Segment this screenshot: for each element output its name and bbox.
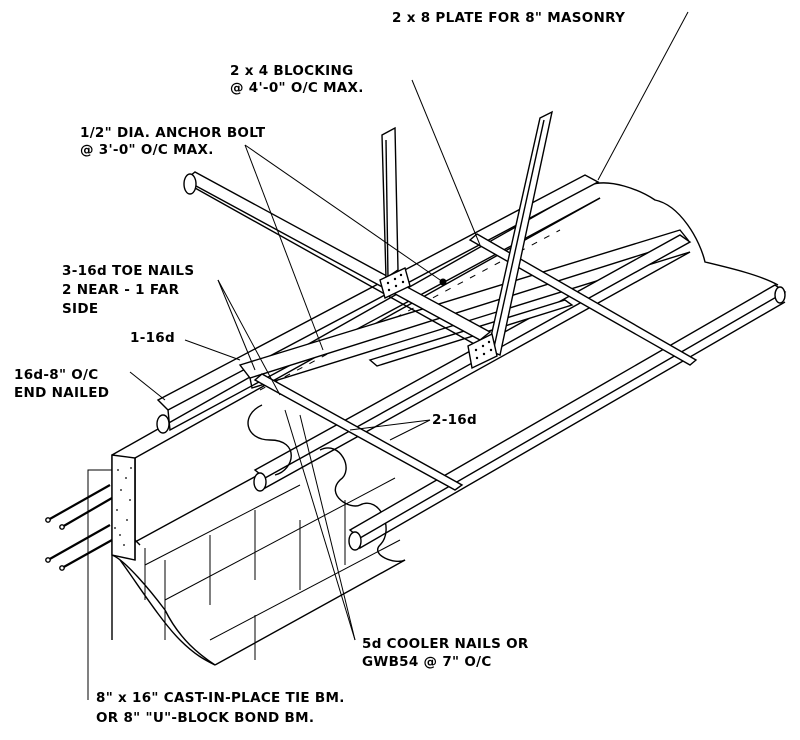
concrete-stipple [114,467,132,546]
label-toe-2: 2 NEAR - 1 FAR [62,282,180,298]
label-1-16d: 1-16d [130,330,175,346]
label-anchor-1: 1/2" DIA. ANCHOR BOLT [80,125,266,141]
label-endnail-2: END NAILED [14,385,109,401]
masonry-wall [45,182,779,666]
callouts: 2 x 8 PLATE FOR 8" MASONRY 2 x 4 BLOCKIN… [14,10,625,726]
wavy-break [247,404,292,476]
rebar [45,484,113,571]
label-2-16d: 2-16d [432,412,477,428]
label-cooler-2: GWB54 @ 7" O/C [362,654,492,670]
studs [381,110,553,356]
connector-plates [379,267,498,370]
leader-lines [87,11,689,700]
label-cooler-1: 5d COOLER NAILS OR [362,636,529,652]
label-blocking-2: @ 4'-0" O/C MAX. [230,80,364,96]
label-blocking-1: 2 x 4 BLOCKING [230,63,353,79]
label-anchor-2: @ 3'-0" O/C MAX. [80,142,214,158]
label-toe-3: SIDE [62,301,98,317]
label-toe-1: 3-16d TOE NAILS [62,263,194,279]
label-beam-2: OR 8" "U"-BLOCK BOND BM. [96,710,314,726]
label-plate: 2 x 8 PLATE FOR 8" MASONRY [392,10,625,26]
label-endnail-1: 16d-8" O/C [14,367,99,383]
label-beam-1: 8" x 16" CAST-IN-PLACE TIE BM. [96,690,345,706]
